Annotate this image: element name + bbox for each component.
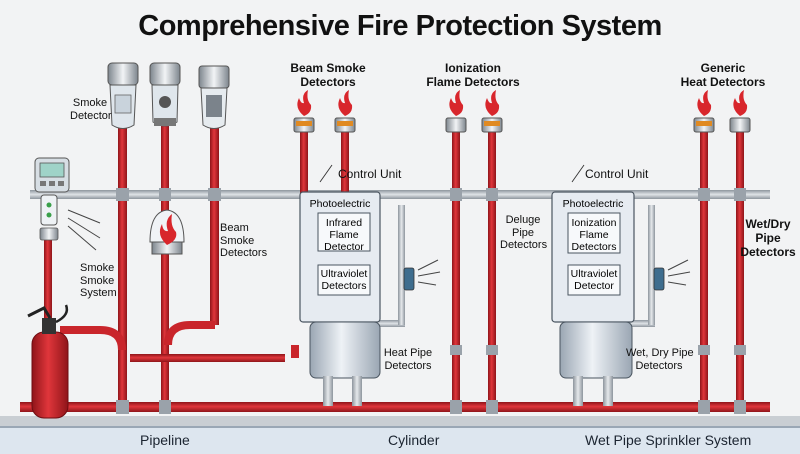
panel-right-heading: Photoelectric bbox=[562, 198, 624, 210]
panel-right-box2: Ultraviolet Detector bbox=[568, 268, 620, 292]
beam-smoke-heads bbox=[293, 117, 356, 133]
label-control-unit-left: Control Unit bbox=[338, 167, 402, 181]
fire-extinguisher bbox=[27, 304, 69, 419]
pointer-lines bbox=[319, 164, 585, 183]
flame-icons bbox=[297, 90, 748, 116]
gray-main-pipe bbox=[30, 190, 770, 199]
label-line: Detectors bbox=[500, 239, 548, 252]
panel-line: Infrared bbox=[325, 217, 363, 229]
label-line: System bbox=[80, 287, 117, 300]
label-line: Detectors bbox=[220, 247, 268, 260]
label-line: Pipe bbox=[755, 230, 781, 245]
label-beam-smoke-detectors-mid: Beam Smoke Detectors bbox=[220, 222, 267, 260]
alarm-panel-device bbox=[34, 157, 70, 241]
panel-right-box1: Ionization Flame Detectors bbox=[568, 217, 620, 253]
panel-left-box1: Infrared Flame Detector bbox=[318, 217, 370, 253]
label-ionization-flame-detectors: Ionization Flame Detectors bbox=[418, 61, 528, 90]
label-line: Smoke bbox=[220, 234, 255, 247]
label-line: Detectors bbox=[300, 74, 356, 89]
label-line: Wet, Dry Pipe bbox=[626, 347, 694, 359]
floor-strip bbox=[0, 416, 800, 426]
smoke-detector-1 bbox=[107, 62, 139, 129]
label-heat-pipe-detectors: Heat Pipe Detectors bbox=[378, 347, 438, 372]
smoke-detector-3 bbox=[198, 65, 230, 129]
label-line: Smoke bbox=[80, 262, 115, 274]
control-unit-left-graphic bbox=[299, 191, 381, 406]
bottom-label-pipeline: Pipeline bbox=[140, 432, 190, 448]
panel-line: Detectors bbox=[571, 241, 617, 253]
smoke-detector-flame bbox=[149, 209, 185, 255]
label-line: Detectors bbox=[384, 359, 432, 372]
label-generic-heat-detectors: Generic Heat Detectors bbox=[668, 61, 778, 90]
label-deluge-pipe-detectors: Deluge Pipe Detectors bbox=[500, 214, 548, 252]
label-line: Detectors bbox=[740, 244, 796, 259]
panel-line: Detectors bbox=[321, 280, 367, 292]
label-wet-dry-pipe-detectors: Wet/Dry Pipe Detectors bbox=[740, 217, 796, 259]
side-sensor-right bbox=[653, 259, 691, 291]
label-control-unit-right: Control Unit bbox=[585, 167, 649, 181]
label-line: Heat Pipe bbox=[383, 347, 433, 359]
side-sensor-left bbox=[403, 259, 441, 291]
gray-riser-left bbox=[398, 205, 405, 325]
bottom-label-bar: Pipeline Cylinder Wet Pipe Sprinkler Sys… bbox=[0, 426, 800, 454]
red-bottom-pipe bbox=[20, 402, 770, 412]
label-smoke-detector: Smoke Detector bbox=[70, 97, 112, 122]
signal-lines-left bbox=[67, 209, 101, 251]
label-line: Deluge bbox=[505, 214, 541, 226]
smoke-detector-2 bbox=[149, 62, 181, 127]
label-line: Smoke bbox=[80, 274, 115, 287]
label-beam-smoke-detectors: Beam Smoke Detectors bbox=[278, 61, 378, 90]
heat-detector-heads bbox=[693, 117, 751, 133]
panel-line: Ultraviolet bbox=[320, 268, 368, 280]
panel-line: Ultraviolet bbox=[570, 268, 618, 280]
label-line: Beam bbox=[220, 222, 249, 234]
panel-line: Ionization bbox=[571, 217, 617, 229]
label-smoke-system: Smoke Smoke System bbox=[80, 262, 117, 300]
label-line: Detector bbox=[70, 109, 112, 122]
label-line: Heat Detectors bbox=[680, 74, 766, 89]
panel-left-box2: Ultraviolet Detectors bbox=[318, 268, 370, 292]
label-line: Ionization bbox=[445, 61, 501, 75]
label-line: Beam Smoke bbox=[290, 61, 366, 75]
gray-pipe-stub-right bbox=[625, 320, 655, 327]
bottom-label-sprinkler: Wet Pipe Sprinkler System bbox=[585, 432, 752, 448]
diagram-title: Comprehensive Fire Protection System bbox=[138, 10, 662, 42]
label-wet-dry-pipe-detectors-low: Wet, Dry Pipe Detectors bbox=[626, 347, 694, 372]
label-line: Smoke bbox=[72, 97, 108, 109]
label-line: Wet/Dry bbox=[745, 217, 791, 231]
panel-left-heading: Photoelectric bbox=[309, 198, 371, 210]
gray-pipe-stub-left bbox=[375, 320, 405, 327]
panel-line: Detector bbox=[324, 241, 364, 253]
ionization-heads bbox=[445, 117, 503, 133]
label-line: Flame Detectors bbox=[426, 74, 520, 89]
panel-line: Flame bbox=[329, 229, 359, 241]
label-line: Detectors bbox=[635, 359, 683, 372]
panel-line: Flame bbox=[579, 229, 609, 241]
label-line: Pipe bbox=[511, 226, 535, 239]
control-unit-right-graphic bbox=[551, 191, 635, 406]
gray-riser-right bbox=[648, 205, 655, 325]
pipe-fittings bbox=[116, 188, 746, 414]
panel-line: Detector bbox=[574, 280, 614, 292]
bottom-label-cylinder: Cylinder bbox=[388, 432, 440, 448]
label-line: Generic bbox=[700, 61, 746, 75]
